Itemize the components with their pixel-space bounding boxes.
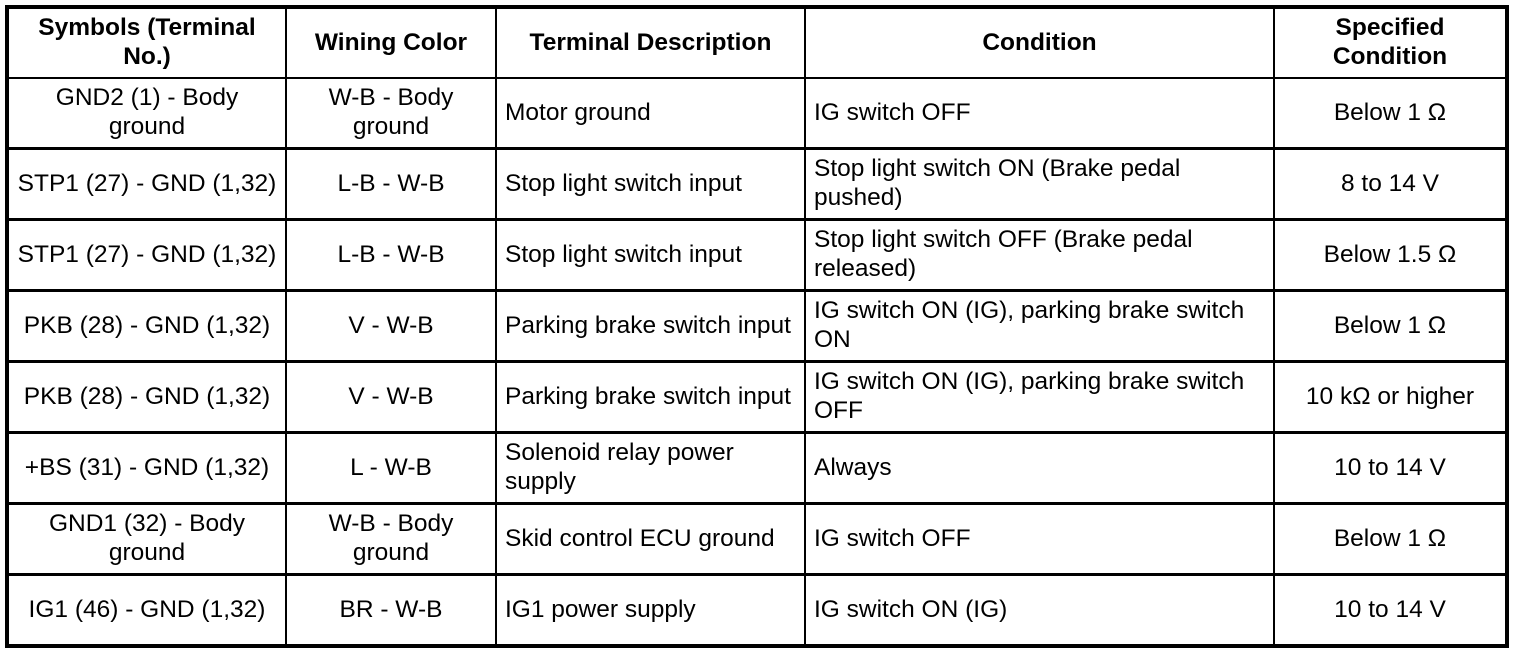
cell-symbols: IG1 (46) - GND (1,32) (6, 573, 287, 647)
cell-wiring-color: BR - W-B (285, 573, 497, 647)
table-row: IG1 (46) - GND (1,32) BR - W-B IG1 power… (6, 573, 1508, 647)
cell-symbols: GND1 (32) - Body ground (6, 502, 287, 576)
cell-terminal-description: Stop light switch input (495, 147, 806, 221)
cell-wiring-color: W-B - Body ground (285, 77, 497, 150)
cell-terminal-description: Skid control ECU ground (495, 502, 806, 576)
cell-condition: Always (804, 431, 1275, 505)
cell-condition: IG switch ON (IG), parking brake switch … (804, 289, 1275, 363)
cell-specified-condition: Below 1.5 Ω (1273, 218, 1508, 292)
cell-symbols: PKB (28) - GND (1,32) (6, 289, 287, 363)
table-row: GND2 (1) - Body ground W-B - Body ground… (6, 77, 1508, 150)
table-body: GND2 (1) - Body ground W-B - Body ground… (6, 77, 1508, 647)
cell-terminal-description: Parking brake switch input (495, 360, 806, 434)
page-canvas: Symbols (Terminal No.) Wining Color Term… (5, 5, 1509, 648)
table-row: +BS (31) - GND (1,32) L - W-B Solenoid r… (6, 431, 1508, 505)
cell-symbols: +BS (31) - GND (1,32) (6, 431, 287, 505)
cell-specified-condition: Below 1 Ω (1273, 77, 1508, 150)
cell-symbols: PKB (28) - GND (1,32) (6, 360, 287, 434)
cell-specified-condition: Below 1 Ω (1273, 289, 1508, 363)
column-header-condition: Condition (804, 6, 1275, 79)
cell-wiring-color: V - W-B (285, 360, 497, 434)
table-row: GND1 (32) - Body ground W-B - Body groun… (6, 502, 1508, 576)
cell-condition: IG switch ON (IG), parking brake switch … (804, 360, 1275, 434)
column-header-wiring-color: Wining Color (285, 6, 497, 79)
cell-terminal-description: IG1 power supply (495, 573, 806, 647)
cell-condition: IG switch ON (IG) (804, 573, 1275, 647)
cell-condition: Stop light switch OFF (Brake pedal relea… (804, 218, 1275, 292)
cell-terminal-description: Solenoid relay power supply (495, 431, 806, 505)
table-row: PKB (28) - GND (1,32) V - W-B Parking br… (6, 289, 1508, 363)
cell-specified-condition: 8 to 14 V (1273, 147, 1508, 221)
table-header: Symbols (Terminal No.) Wining Color Term… (6, 6, 1508, 79)
table-row: STP1 (27) - GND (1,32) L-B - W-B Stop li… (6, 147, 1508, 221)
cell-symbols: GND2 (1) - Body ground (6, 77, 287, 150)
column-header-terminal-description: Terminal Description (495, 6, 806, 79)
cell-terminal-description: Parking brake switch input (495, 289, 806, 363)
column-header-specified-condition: Specified Condition (1273, 6, 1508, 79)
cell-terminal-description: Stop light switch input (495, 218, 806, 292)
cell-specified-condition: 10 kΩ or higher (1273, 360, 1508, 434)
cell-symbols: STP1 (27) - GND (1,32) (6, 147, 287, 221)
cell-wiring-color: L - W-B (285, 431, 497, 505)
table-row: PKB (28) - GND (1,32) V - W-B Parking br… (6, 360, 1508, 434)
cell-condition: IG switch OFF (804, 502, 1275, 576)
cell-wiring-color: W-B - Body ground (285, 502, 497, 576)
cell-wiring-color: L-B - W-B (285, 218, 497, 292)
cell-terminal-description: Motor ground (495, 77, 806, 150)
table-row: STP1 (27) - GND (1,32) L-B - W-B Stop li… (6, 218, 1508, 292)
cell-condition: Stop light switch ON (Brake pedal pushed… (804, 147, 1275, 221)
cell-wiring-color: L-B - W-B (285, 147, 497, 221)
cell-specified-condition: Below 1 Ω (1273, 502, 1508, 576)
cell-wiring-color: V - W-B (285, 289, 497, 363)
cell-specified-condition: 10 to 14 V (1273, 431, 1508, 505)
header-row: Symbols (Terminal No.) Wining Color Term… (6, 6, 1508, 79)
cell-specified-condition: 10 to 14 V (1273, 573, 1508, 647)
column-header-symbols: Symbols (Terminal No.) (6, 6, 287, 79)
cell-condition: IG switch OFF (804, 77, 1275, 150)
cell-symbols: STP1 (27) - GND (1,32) (6, 218, 287, 292)
terminal-specification-table: Symbols (Terminal No.) Wining Color Term… (5, 5, 1509, 648)
